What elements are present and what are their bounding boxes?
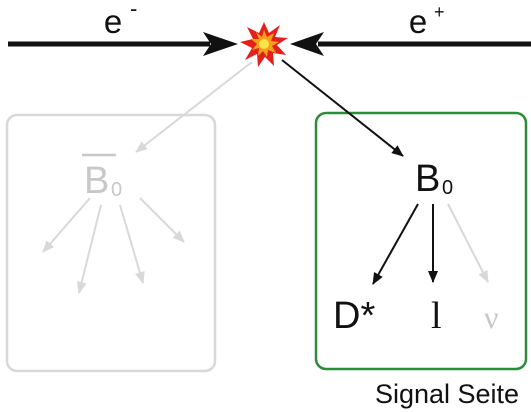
tag-side-box [5,113,217,373]
signal-side-box [314,111,528,371]
neutrino-arrow [447,203,489,283]
tag-parent-label: B [84,160,109,202]
collision-starburst-icon [240,22,288,67]
tag-decay-arrow-2 [76,204,102,294]
positron-charge: + [434,2,445,22]
electron-charge: - [130,0,137,21]
signal-side-caption: Signal Seite [375,379,519,409]
neutrino-label: ν [484,299,498,335]
tag-b-production-arrow [135,61,253,153]
signal-b-production-arrow [281,59,404,157]
positron-label: e [409,3,427,40]
lepton-label: l [431,295,442,337]
signal-parent-label: B [415,158,440,200]
electron-beam-arrowhead [203,32,238,56]
electron-label: e [104,3,122,40]
tag-decay-arrow-3 [119,204,145,284]
signal-side: B 0 D* l ν Signal Seite [281,59,528,409]
tag-parent-subscript: 0 [111,179,122,201]
tag-decay-arrow-4 [139,197,185,243]
tag-decay-arrow-1 [42,197,91,253]
d-star-arrow [372,203,419,285]
signal-parent-subscript: 0 [442,177,453,199]
tag-side: B 0 [5,61,253,373]
d-star-label: D* [333,295,375,337]
electron-beam: e - [8,0,238,56]
positron-beam: e + [290,2,531,56]
positron-beam-arrowhead [290,32,324,56]
